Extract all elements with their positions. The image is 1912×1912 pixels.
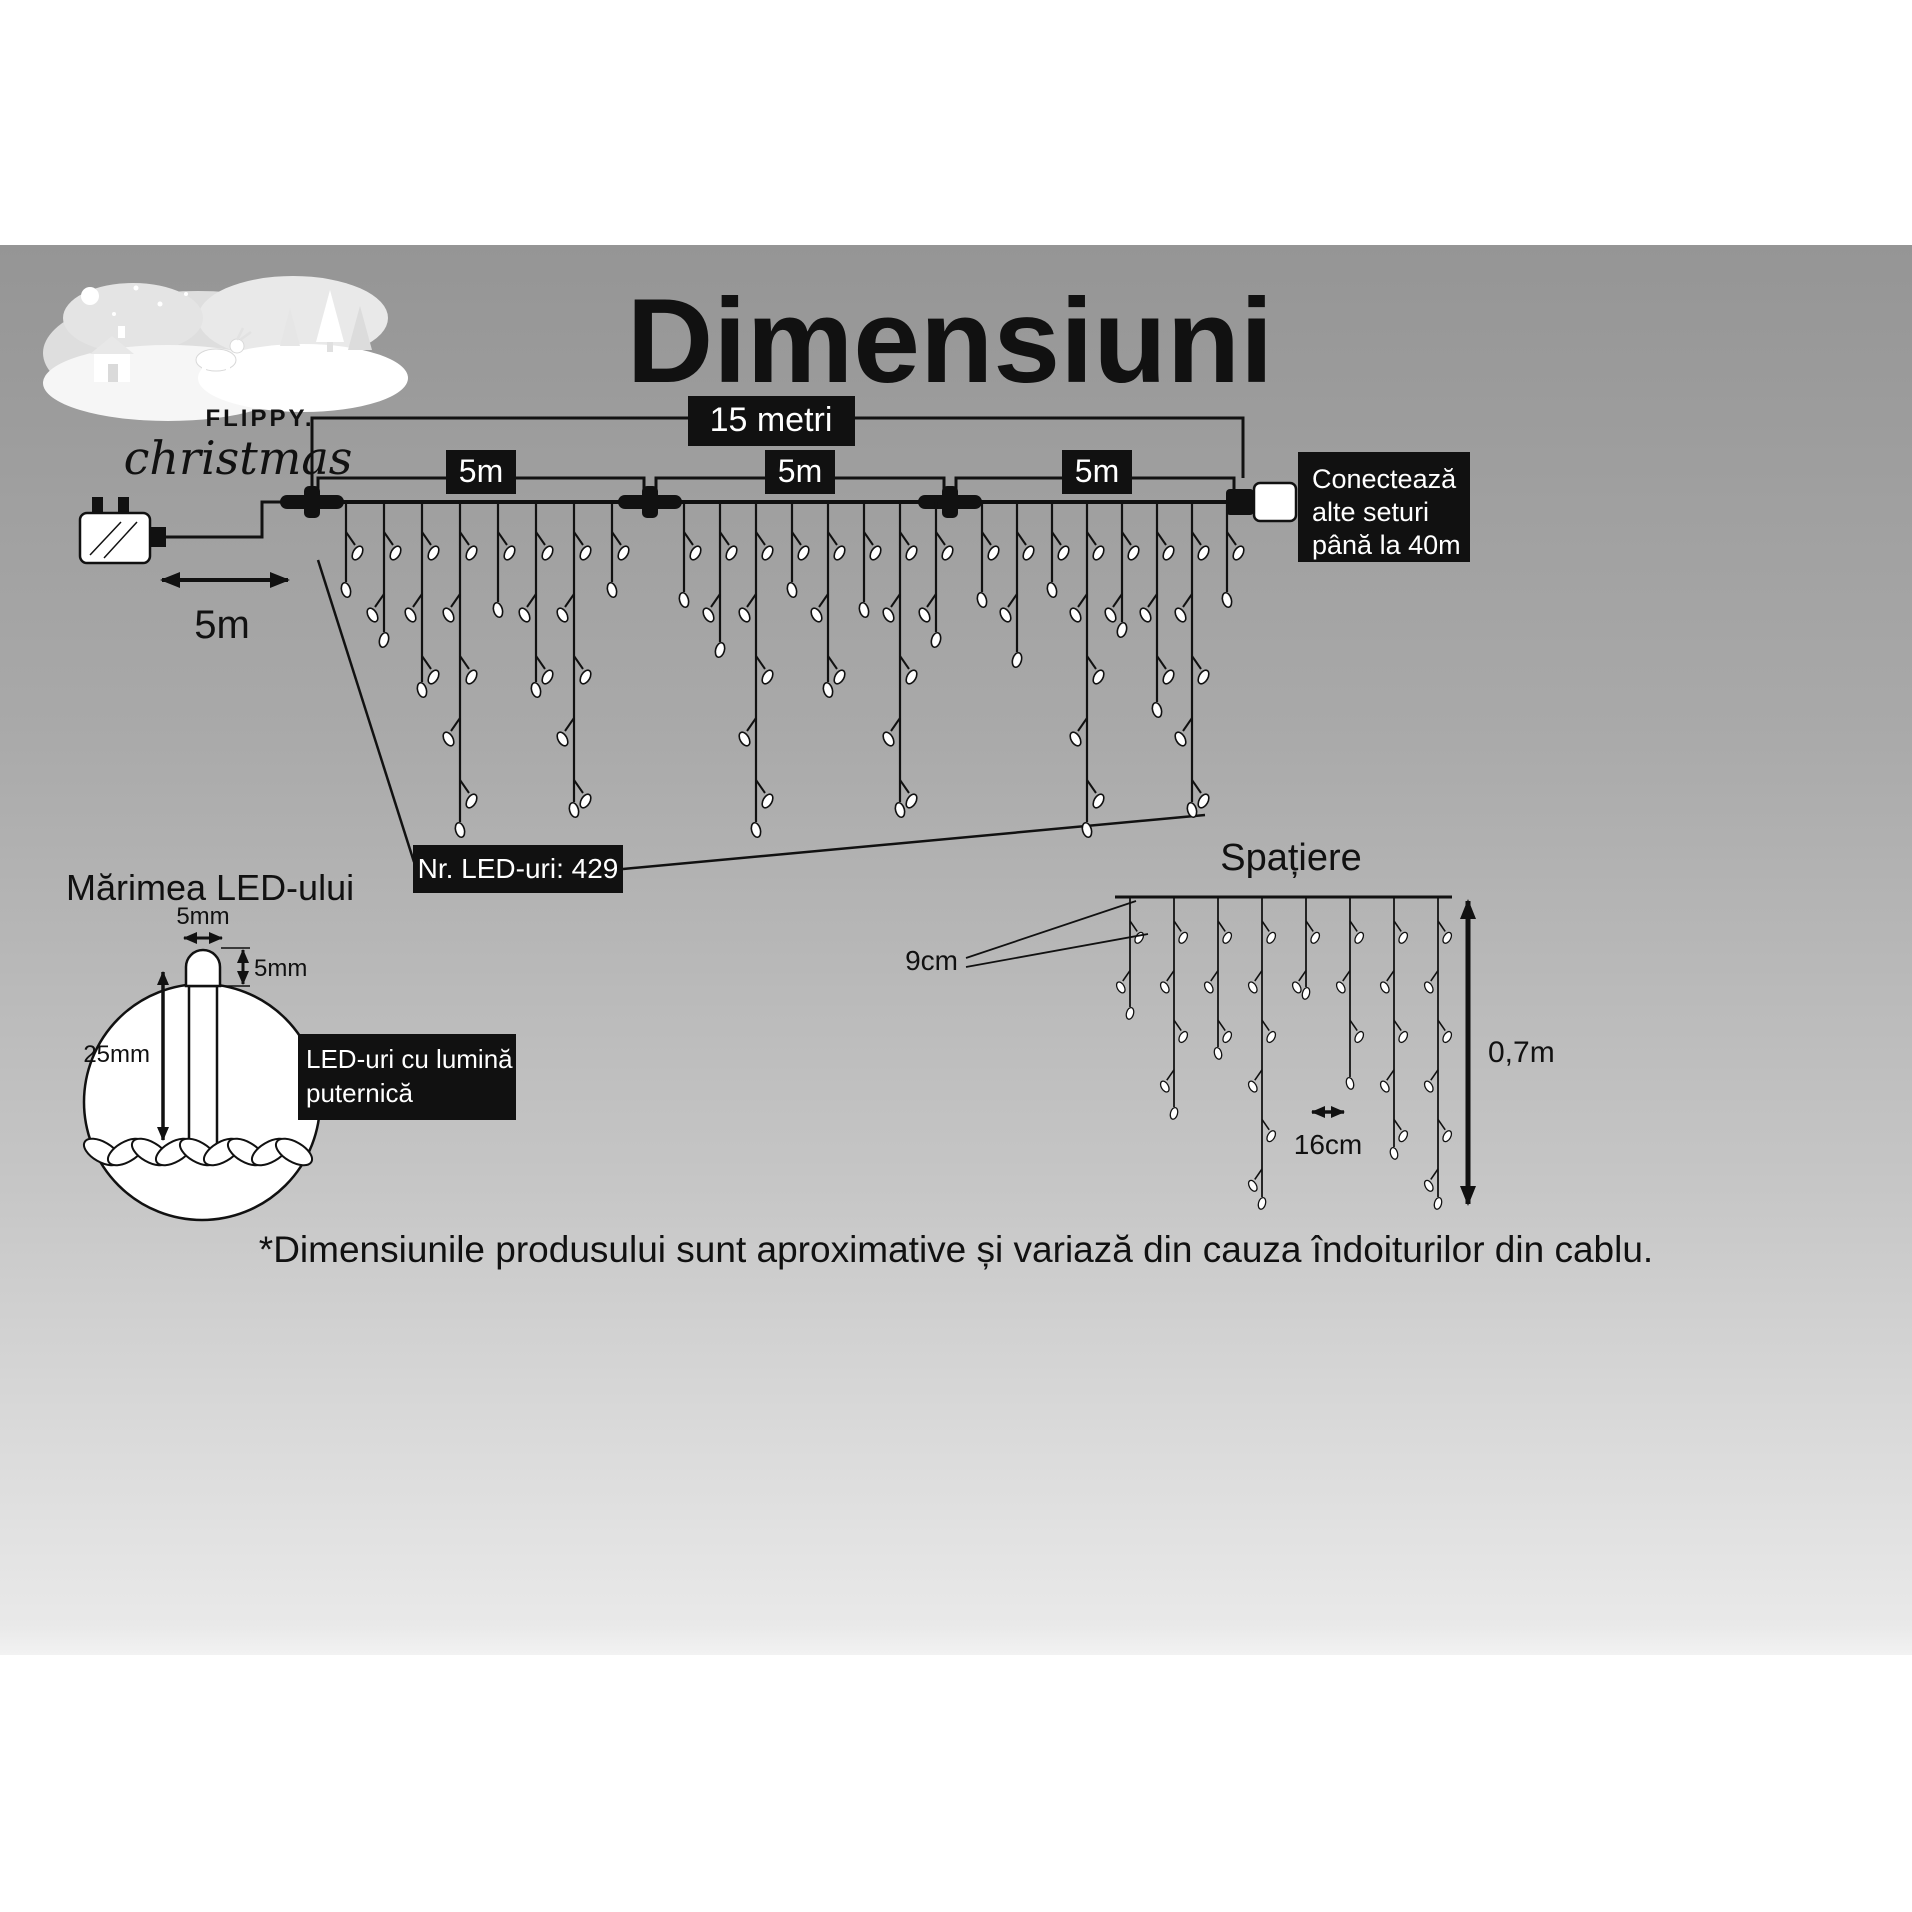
wire-connector: [918, 486, 982, 518]
logo-script-text: christmas: [124, 431, 353, 485]
page-title: Dimensiuni: [627, 274, 1274, 408]
total-length-bracket: 15 metri: [310, 396, 1245, 500]
winter-scene-illustration: [43, 276, 408, 421]
house-roof: [90, 336, 134, 354]
led-count-label: Nr. LED-uri: 429: [418, 853, 619, 884]
wire-connector: [618, 486, 682, 518]
connect-note-line: alte seturi: [1312, 497, 1429, 527]
led-body: [184, 948, 222, 1156]
spacing-icicle-curtain: [1115, 897, 1453, 1210]
segment-brackets: 5m 5m 5m: [316, 450, 1236, 500]
led-size-heading: Mărimea LED-ului: [66, 867, 354, 908]
bulb-height-dimension: 5mm: [221, 947, 307, 987]
wire-connector: [280, 486, 344, 518]
tree-icon: [348, 306, 372, 350]
power-adapter: [78, 497, 312, 565]
drop-spacing-label: 16cm: [1294, 1129, 1362, 1160]
branch-spacing-label: 9cm: [905, 945, 958, 976]
end-plug: [1226, 481, 1298, 523]
total-length-label: 15 metri: [710, 401, 833, 439]
led-count-callout: Nr. LED-uri: 429: [316, 559, 1206, 893]
branch-spacing-dimension: 9cm: [905, 900, 1149, 976]
led-size-section: Mărimea LED-ului 5mm 5mm: [66, 867, 516, 1222]
drop-height-dimension: 0,7m: [1460, 899, 1555, 1206]
spacing-section: Spațiere 9cm 16cm 0,7m: [905, 837, 1555, 1210]
drop-spacing-dimension: 16cm: [1294, 1106, 1362, 1160]
led-note: LED-uri cu lumină puternică: [298, 1034, 516, 1120]
footnote: *Dimensiunile produsului sunt aproximati…: [259, 1229, 1653, 1270]
logo-brand-text: FLIPPY.: [205, 405, 314, 432]
connect-note-line: Conectează: [1312, 464, 1457, 494]
total-length-box: [688, 396, 855, 446]
spacing-heading: Spațiere: [1220, 837, 1362, 879]
segment-length-box: [446, 450, 516, 494]
brand-logo: FLIPPY. christmas: [43, 276, 408, 485]
led-count-box: [413, 845, 623, 893]
tree-icon: [280, 308, 300, 346]
segment-length-label: 5m: [1075, 453, 1119, 489]
bulb-height-label: 5mm: [254, 955, 307, 982]
drop-height-label: 0,7m: [1488, 1036, 1555, 1069]
bulb-width-dimension: 5mm: [176, 903, 230, 944]
segment-length-label: 5m: [778, 453, 822, 489]
led-length-label: 25mm: [83, 1041, 150, 1068]
led-length-dimension: 25mm: [83, 971, 169, 1141]
lead-length-label: 5m: [194, 603, 250, 647]
lead-length-dimension: 5m: [160, 572, 290, 647]
connect-note-line: până la 40m: [1312, 530, 1461, 560]
icicle-curtain: [340, 502, 1245, 839]
tree-icon: [316, 290, 344, 342]
bulb-width-label: 5mm: [176, 903, 229, 930]
segment-length-box: [1062, 450, 1132, 494]
led-note-box: [298, 1034, 516, 1120]
led-note-line: LED-uri cu lumină: [306, 1044, 513, 1074]
connect-note-box: [1298, 452, 1470, 562]
led-note-line: puternică: [306, 1078, 413, 1108]
connect-note: Conectează alte seturi până la 40m: [1298, 452, 1470, 562]
segment-length-label: 5m: [459, 453, 503, 489]
deer-icon: [195, 327, 252, 382]
twisted-wire: [82, 1137, 314, 1167]
led-dome: [184, 948, 222, 988]
moon-icon: [81, 287, 99, 305]
segment-length-box: [765, 450, 835, 494]
